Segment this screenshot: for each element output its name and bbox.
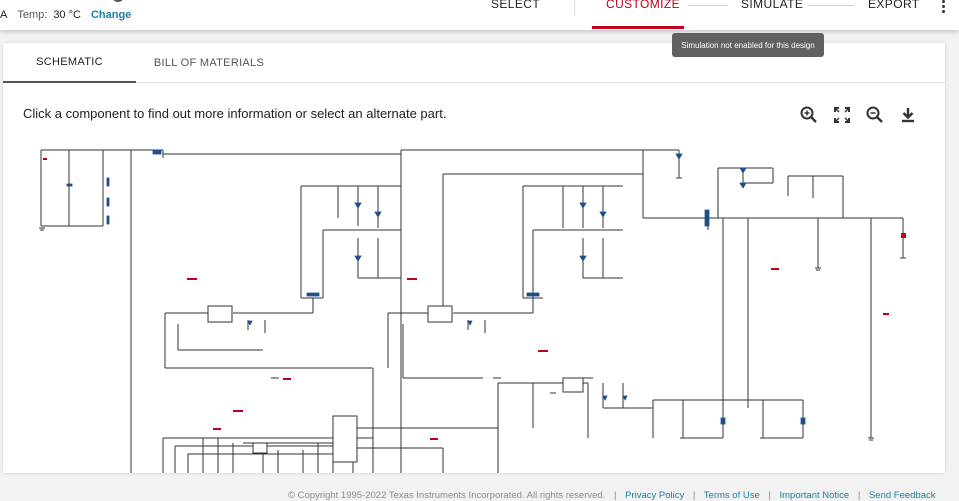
step-select[interactable]: SELECT bbox=[491, 0, 541, 11]
step-export[interactable]: EXPORT bbox=[868, 0, 920, 11]
unit-fragment: A bbox=[0, 9, 8, 21]
step-divider bbox=[574, 0, 575, 16]
step-simulate[interactable]: SIMULATE bbox=[741, 0, 804, 11]
design-card: SCHEMATIC BILL OF MATERIALS Click a comp… bbox=[3, 43, 945, 473]
partial-glyph bbox=[112, 0, 124, 2]
step-connector bbox=[688, 5, 728, 6]
change-temp-link[interactable]: Change bbox=[90, 9, 132, 21]
more-options-icon[interactable] bbox=[939, 0, 947, 14]
terms-of-use-link[interactable]: Terms of Use bbox=[703, 490, 760, 501]
top-bar: A Temp: 30 °C Change SELECT CUSTOMIZE SI… bbox=[0, 0, 959, 30]
send-feedback-link[interactable]: Send Feedback bbox=[868, 490, 936, 501]
view-tabs: SCHEMATIC BILL OF MATERIALS bbox=[3, 43, 945, 83]
schematic-diagram[interactable] bbox=[3, 138, 945, 473]
important-notice-link[interactable]: Important Notice bbox=[779, 490, 850, 501]
privacy-policy-link[interactable]: Privacy Policy bbox=[625, 490, 685, 501]
footer-separator: | bbox=[613, 490, 617, 501]
copyright-text: © Copyright 1995-2022 Texas Instruments … bbox=[288, 490, 606, 501]
fit-screen-icon[interactable] bbox=[832, 105, 852, 125]
step-connector bbox=[808, 5, 854, 6]
tab-bill-of-materials[interactable]: BILL OF MATERIALS bbox=[153, 57, 265, 69]
temp-label: Temp: bbox=[17, 9, 48, 21]
temp-value: 30 °C bbox=[53, 9, 81, 21]
download-icon[interactable] bbox=[898, 105, 918, 125]
footer-separator: | bbox=[857, 490, 861, 501]
zoom-in-icon[interactable] bbox=[799, 105, 819, 125]
tab-schematic[interactable]: SCHEMATIC bbox=[3, 43, 136, 83]
page-footer: © Copyright 1995-2022 Texas Instruments … bbox=[288, 490, 936, 501]
step-customize[interactable]: CUSTOMIZE bbox=[606, 0, 681, 11]
zoom-out-icon[interactable] bbox=[865, 105, 885, 125]
active-step-underline bbox=[592, 26, 684, 29]
footer-separator: | bbox=[692, 490, 696, 501]
temperature-bar: A Temp: 30 °C Change bbox=[0, 9, 131, 21]
schematic-instruction: Click a component to find out more infor… bbox=[23, 106, 447, 121]
simulate-tooltip: Simulation not enabled for this design bbox=[672, 33, 824, 57]
footer-separator: | bbox=[768, 490, 771, 501]
